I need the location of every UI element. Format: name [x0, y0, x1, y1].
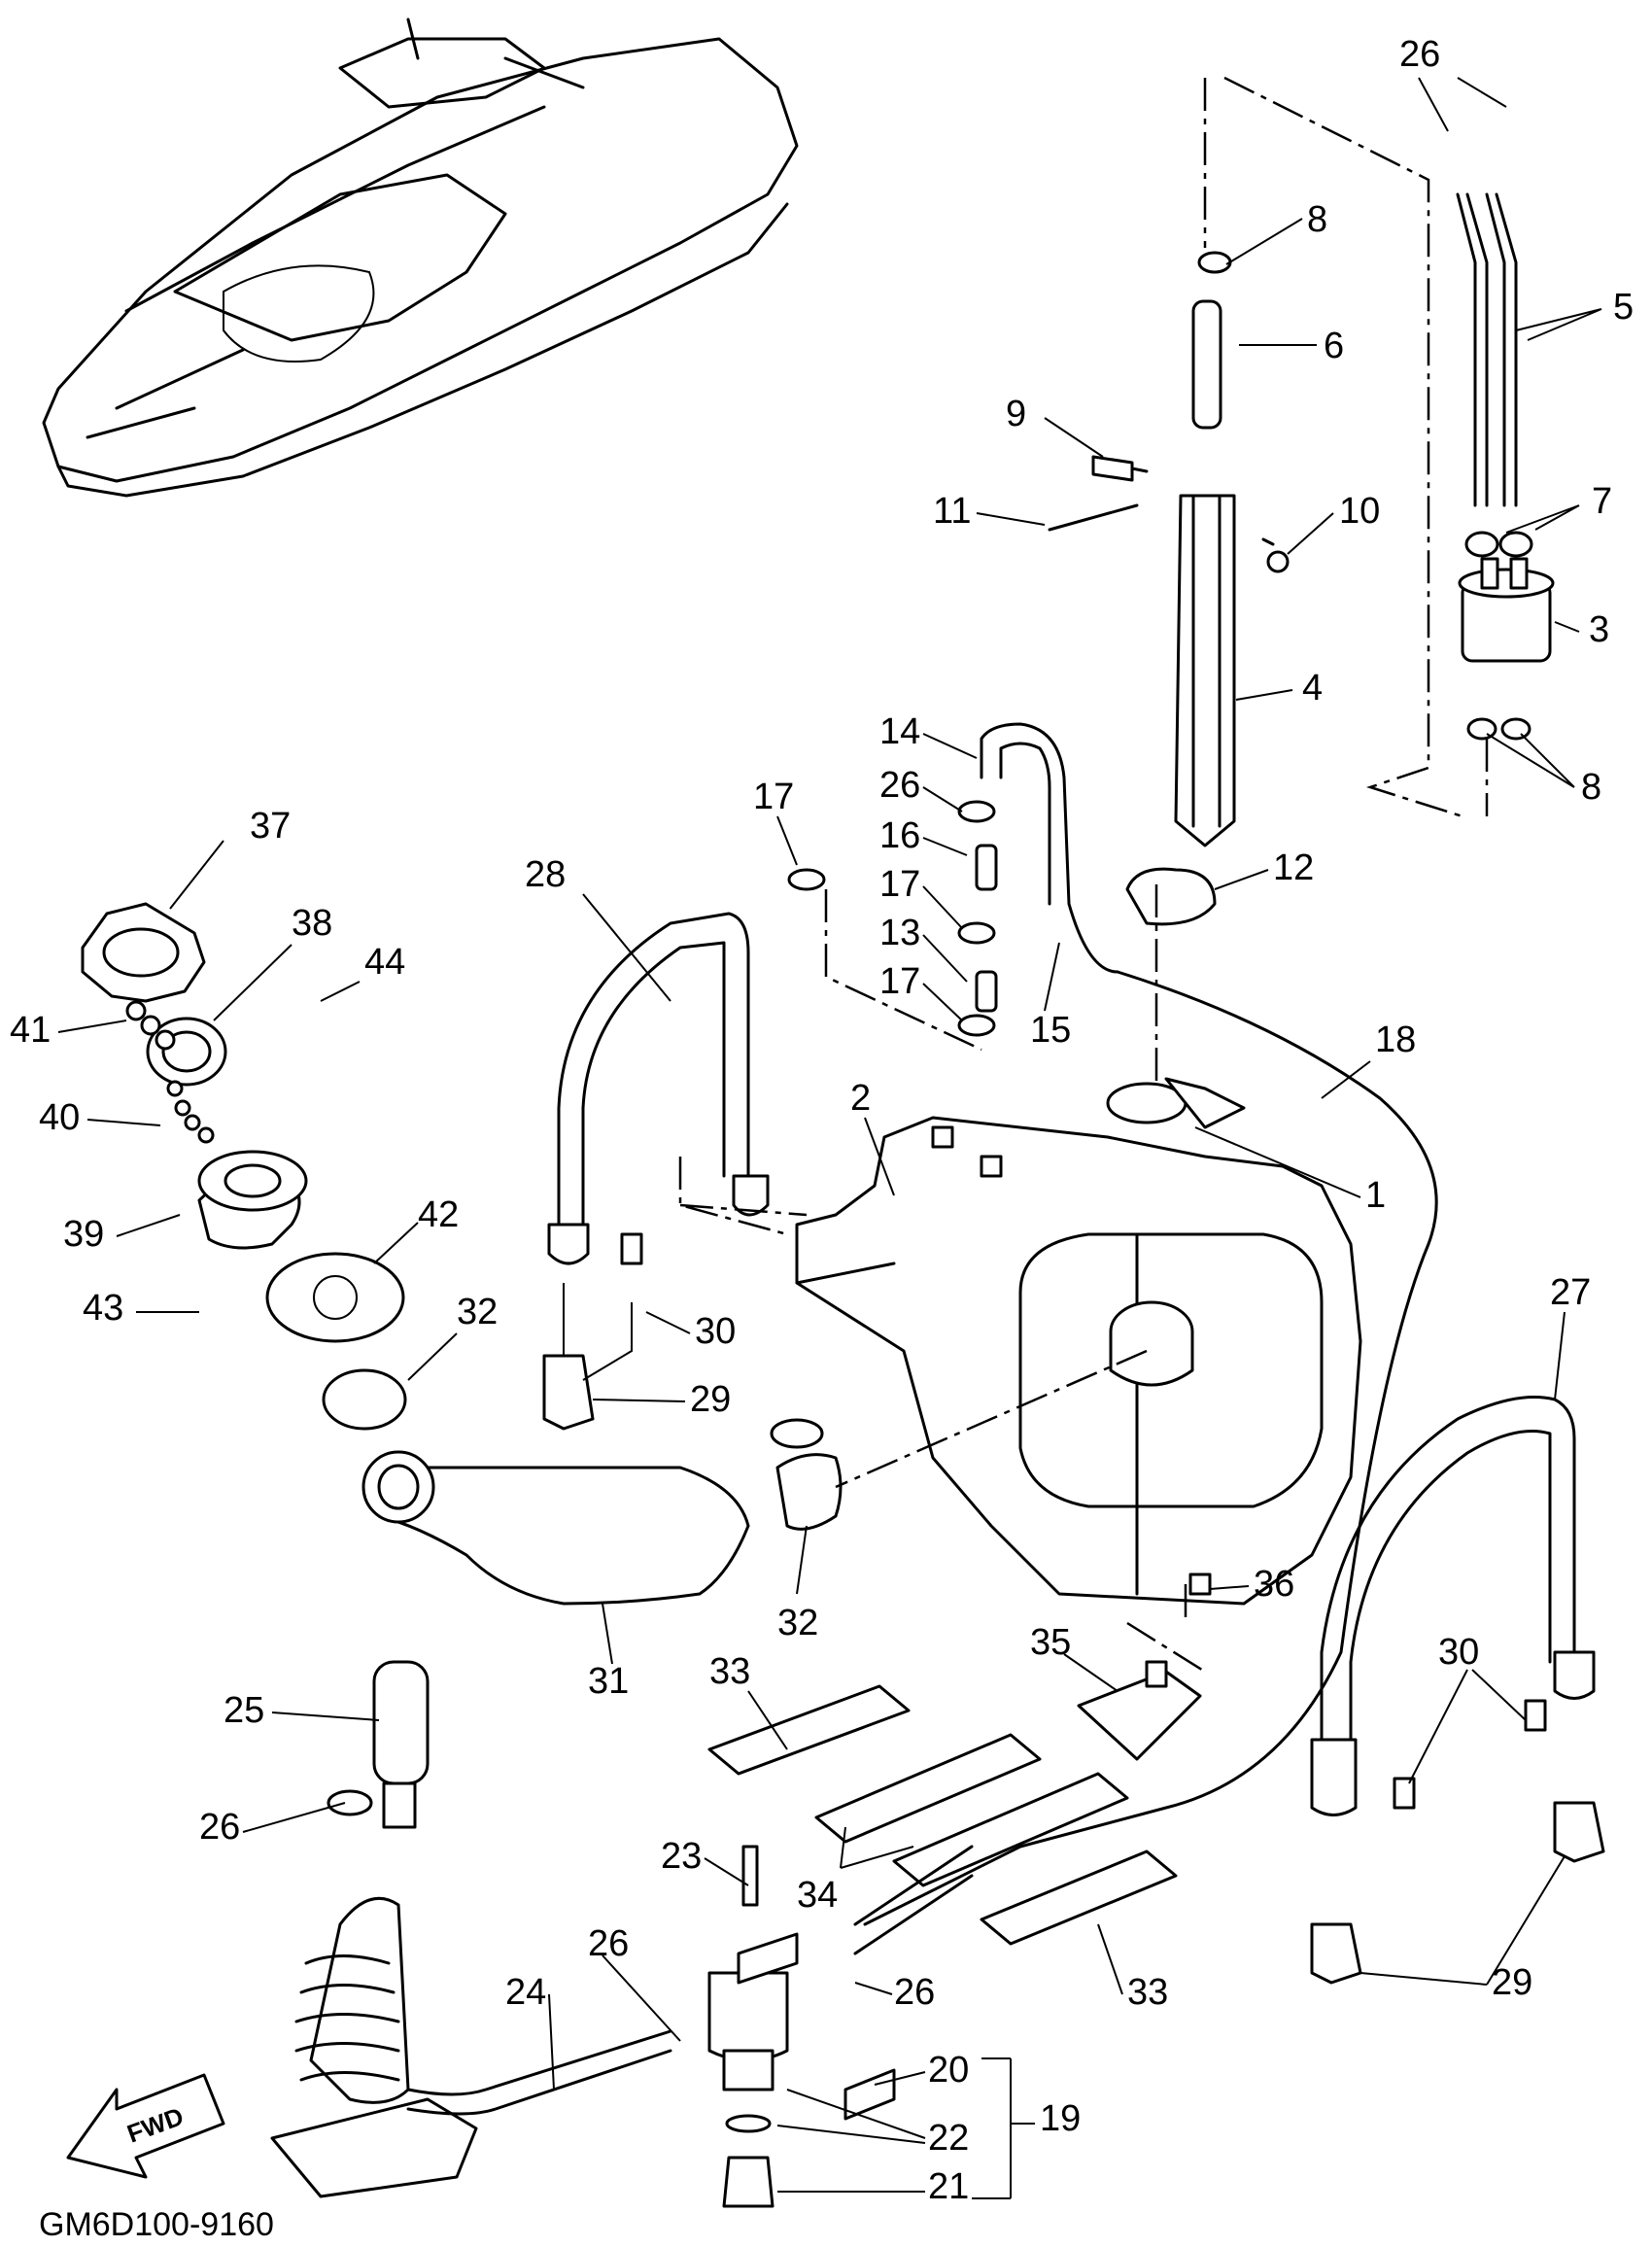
callout-24: 24 — [505, 1972, 546, 2013]
callout-25: 25 — [224, 1690, 264, 1731]
callout-1: 1 — [1365, 1175, 1386, 1216]
callout-33-top: 33 — [709, 1651, 750, 1692]
tank-strap-left — [542, 912, 770, 1431]
callout-29-left: 29 — [690, 1379, 731, 1420]
callout-9: 9 — [1006, 394, 1026, 434]
callout-35: 35 — [1030, 1622, 1071, 1663]
fwd-arrow: FWD — [66, 2073, 225, 2179]
drawing-code: GM6D100-9160 — [39, 2206, 274, 2243]
callout-31: 31 — [588, 1661, 629, 1702]
filler-neck-hose — [197, 1150, 843, 1606]
callout-16: 16 — [879, 815, 920, 856]
callout-20: 20 — [928, 2050, 969, 2091]
fuel-cap — [81, 902, 227, 1144]
callout-4: 4 — [1302, 668, 1323, 709]
vent-hose — [787, 722, 1119, 1037]
callout-7: 7 — [1592, 481, 1612, 522]
tank-pads — [707, 1573, 1212, 1946]
callout-40: 40 — [39, 1097, 80, 1138]
fuel-sender — [1048, 192, 1555, 926]
callout-13: 13 — [879, 913, 920, 953]
label-leaders — [57, 77, 1602, 2199]
callout-22: 22 — [928, 2118, 969, 2159]
callout-6: 6 — [1324, 326, 1344, 366]
callout-5: 5 — [1613, 287, 1634, 328]
callout-11: 11 — [933, 491, 971, 532]
callout-18: 18 — [1375, 1020, 1416, 1060]
callout-19: 19 — [1040, 2098, 1081, 2139]
callout-30-left: 30 — [695, 1311, 736, 1352]
callout-43: 43 — [83, 1288, 123, 1329]
leader-lines — [678, 76, 1489, 1926]
callout-27: 27 — [1550, 1272, 1591, 1313]
callout-17-b: 17 — [879, 864, 920, 905]
callout-26-filter-right: 26 — [894, 1972, 935, 2013]
fuel-tank — [795, 1077, 1362, 1606]
callout-17-c: 17 — [879, 961, 920, 1002]
callout-28: 28 — [525, 854, 566, 895]
callout-8-bottom: 8 — [1581, 767, 1601, 808]
callout-12: 12 — [1273, 847, 1314, 888]
callout-23: 23 — [661, 1836, 702, 1877]
watercraft-overview — [42, 17, 799, 498]
callout-36: 36 — [1254, 1564, 1294, 1605]
callout-44: 44 — [364, 942, 405, 983]
callout-10: 10 — [1339, 491, 1380, 532]
callout-3: 3 — [1589, 609, 1609, 650]
callout-34: 34 — [797, 1875, 838, 1916]
callout-39: 39 — [63, 1214, 104, 1255]
callout-29-right: 29 — [1492, 1962, 1532, 2003]
callout-15: 15 — [1030, 1010, 1071, 1051]
tank-strap-right — [1310, 1396, 1605, 1985]
water-separator — [270, 1660, 672, 2198]
callout-8-top: 8 — [1307, 199, 1327, 240]
callout-38: 38 — [292, 903, 332, 944]
callout-37: 37 — [250, 806, 291, 847]
callout-42: 42 — [418, 1194, 459, 1235]
callout-26-top: 26 — [1399, 34, 1440, 75]
callout-33-bottom: 33 — [1127, 1972, 1168, 2013]
callout-21: 21 — [928, 2166, 969, 2207]
callout-2: 2 — [850, 1078, 871, 1119]
callout-17-a: 17 — [753, 777, 794, 817]
callout-32-left: 32 — [457, 1292, 498, 1332]
callout-14: 14 — [879, 711, 920, 752]
callout-41: 41 — [10, 1010, 51, 1051]
callout-26-vent: 26 — [879, 765, 920, 806]
callout-30-right: 30 — [1438, 1632, 1479, 1673]
callout-32-bottom: 32 — [777, 1603, 818, 1643]
callout-26-filter-left: 26 — [588, 1923, 629, 1964]
callouts: 26 8 6 5 9 11 10 7 3 4 14 8 26 17 16 37 … — [10, 34, 1634, 2207]
fuel-filter — [707, 1845, 974, 2208]
callout-26-left: 26 — [199, 1807, 240, 1848]
